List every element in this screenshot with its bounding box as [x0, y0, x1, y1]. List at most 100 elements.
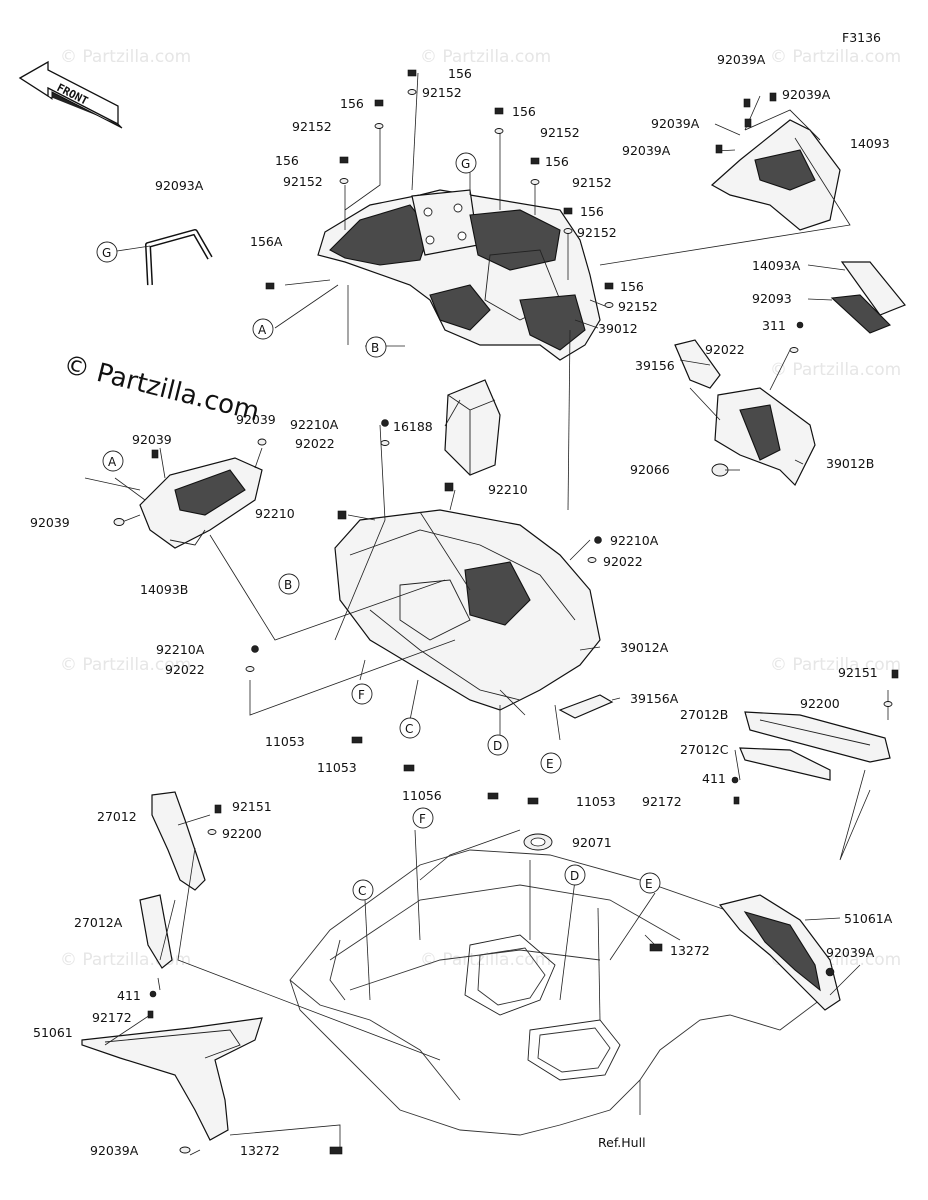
ref-g: G [102, 246, 111, 260]
label-92039a: 92039A [651, 116, 700, 131]
label-156a: 156A [250, 234, 283, 249]
label-39156a: 39156A [630, 691, 679, 706]
ref-circle [365, 336, 387, 358]
label-92151: 92151 [232, 799, 272, 814]
front-arrow: FRONT [18, 60, 123, 129]
label-92071: 92071 [572, 835, 612, 850]
label-51061a: 51061A [844, 911, 893, 926]
ref-circle [412, 807, 434, 829]
ref-circle [540, 752, 562, 774]
label-27012c: 27012C [680, 742, 729, 757]
label-27012: 27012 [97, 809, 137, 824]
grille-51061a [718, 894, 841, 1011]
label-92039: 92039 [30, 515, 70, 530]
watermark: © Partzilla.com [770, 360, 901, 380]
hull-reference [289, 849, 821, 1136]
label-39012a: 39012A [620, 640, 669, 655]
label-92210: 92210 [255, 506, 295, 521]
ref-circle [102, 450, 124, 472]
ref-d: D [570, 869, 579, 883]
label-39012: 39012 [598, 321, 638, 336]
ref-a: A [108, 455, 117, 469]
leader-lines [84, 72, 889, 1156]
ref-e: E [546, 757, 554, 771]
label-11053: 11053 [265, 734, 305, 749]
part-labels: 156 92152 156 92152 156 92152 156 92152 … [30, 52, 893, 1158]
label-156: 156 [580, 204, 604, 219]
reference-letters: G G A B A B F C D E F C D E [96, 152, 661, 901]
label-92093a: 92093A [155, 178, 204, 193]
label-13272: 13272 [670, 943, 710, 958]
label-27012a: 27012A [74, 915, 123, 930]
ref-d: D [493, 739, 502, 753]
ref-circle [252, 318, 274, 340]
rail-27012-left [139, 791, 206, 969]
watermark: © Partzilla.com [420, 47, 551, 67]
label-92152: 92152 [618, 299, 658, 314]
cover-14093b [139, 457, 263, 549]
handle-92093a [145, 229, 213, 286]
lower-storage-39012a [334, 509, 601, 711]
label-92039: 92039 [236, 412, 276, 427]
label-92152: 92152 [577, 225, 617, 240]
bracket-39012b [711, 387, 816, 487]
ref-circle [352, 879, 374, 901]
label-92172: 92172 [92, 1010, 132, 1025]
label-92152: 92152 [540, 125, 580, 140]
grille-51061 [81, 1017, 263, 1141]
label-92022: 92022 [295, 436, 335, 451]
label-92210: 92210 [488, 482, 528, 497]
label-92172: 92172 [642, 794, 682, 809]
ref-a: A [258, 323, 267, 337]
ref-e: E [645, 877, 653, 891]
label-156: 156 [448, 66, 472, 81]
label-92022: 92022 [705, 342, 745, 357]
label-92093: 92093 [752, 291, 792, 306]
cover-14093a [830, 261, 906, 334]
ref-c: C [358, 884, 366, 898]
ref-circle [487, 734, 509, 756]
watermark-main: © Partzilla.com [60, 350, 262, 428]
label-14093: 14093 [850, 136, 890, 151]
ref-c: C [405, 722, 413, 736]
label-92039a: 92039A [782, 87, 831, 102]
label-ref-hull: Ref.Hull [598, 1135, 646, 1150]
watermark: © Partzilla.com [60, 47, 191, 67]
label-51061: 51061 [33, 1025, 73, 1040]
label-92210a: 92210A [290, 417, 339, 432]
label-311: 311 [762, 318, 786, 333]
label-92039a: 92039A [717, 52, 766, 67]
watermark: © Partzilla.com [60, 655, 191, 675]
label-411: 411 [117, 988, 141, 1003]
ref-b: B [284, 578, 292, 592]
label-11056: 11056 [402, 788, 442, 803]
label-13272: 13272 [240, 1143, 280, 1158]
label-11053: 11053 [576, 794, 616, 809]
ref-b: B [371, 341, 379, 355]
label-11053: 11053 [317, 760, 357, 775]
watermark: © Partzilla.com [770, 655, 901, 675]
label-92200: 92200 [800, 696, 840, 711]
label-92022: 92022 [165, 662, 205, 677]
rails-27012 [739, 711, 891, 781]
label-92210a: 92210A [610, 533, 659, 548]
label-92152: 92152 [283, 174, 323, 189]
label-92022: 92022 [603, 554, 643, 569]
grommet-92071 [523, 833, 553, 851]
pad-39156 [674, 339, 721, 389]
ref-f: F [419, 812, 426, 826]
ref-circle [351, 683, 373, 705]
label-92152: 92152 [422, 85, 462, 100]
label-39012b: 39012B [826, 456, 874, 471]
pad-39156a [558, 694, 614, 719]
ref-circle [639, 872, 661, 894]
cover-14093 [710, 109, 841, 231]
label-92152: 92152 [292, 119, 332, 134]
ref-circle [564, 864, 586, 886]
label-14093a: 14093A [752, 258, 801, 273]
label-156: 156 [340, 96, 364, 111]
label-14093b: 14093B [140, 582, 188, 597]
label-92200: 92200 [222, 826, 262, 841]
watermark: © Partzilla.com [770, 47, 901, 67]
